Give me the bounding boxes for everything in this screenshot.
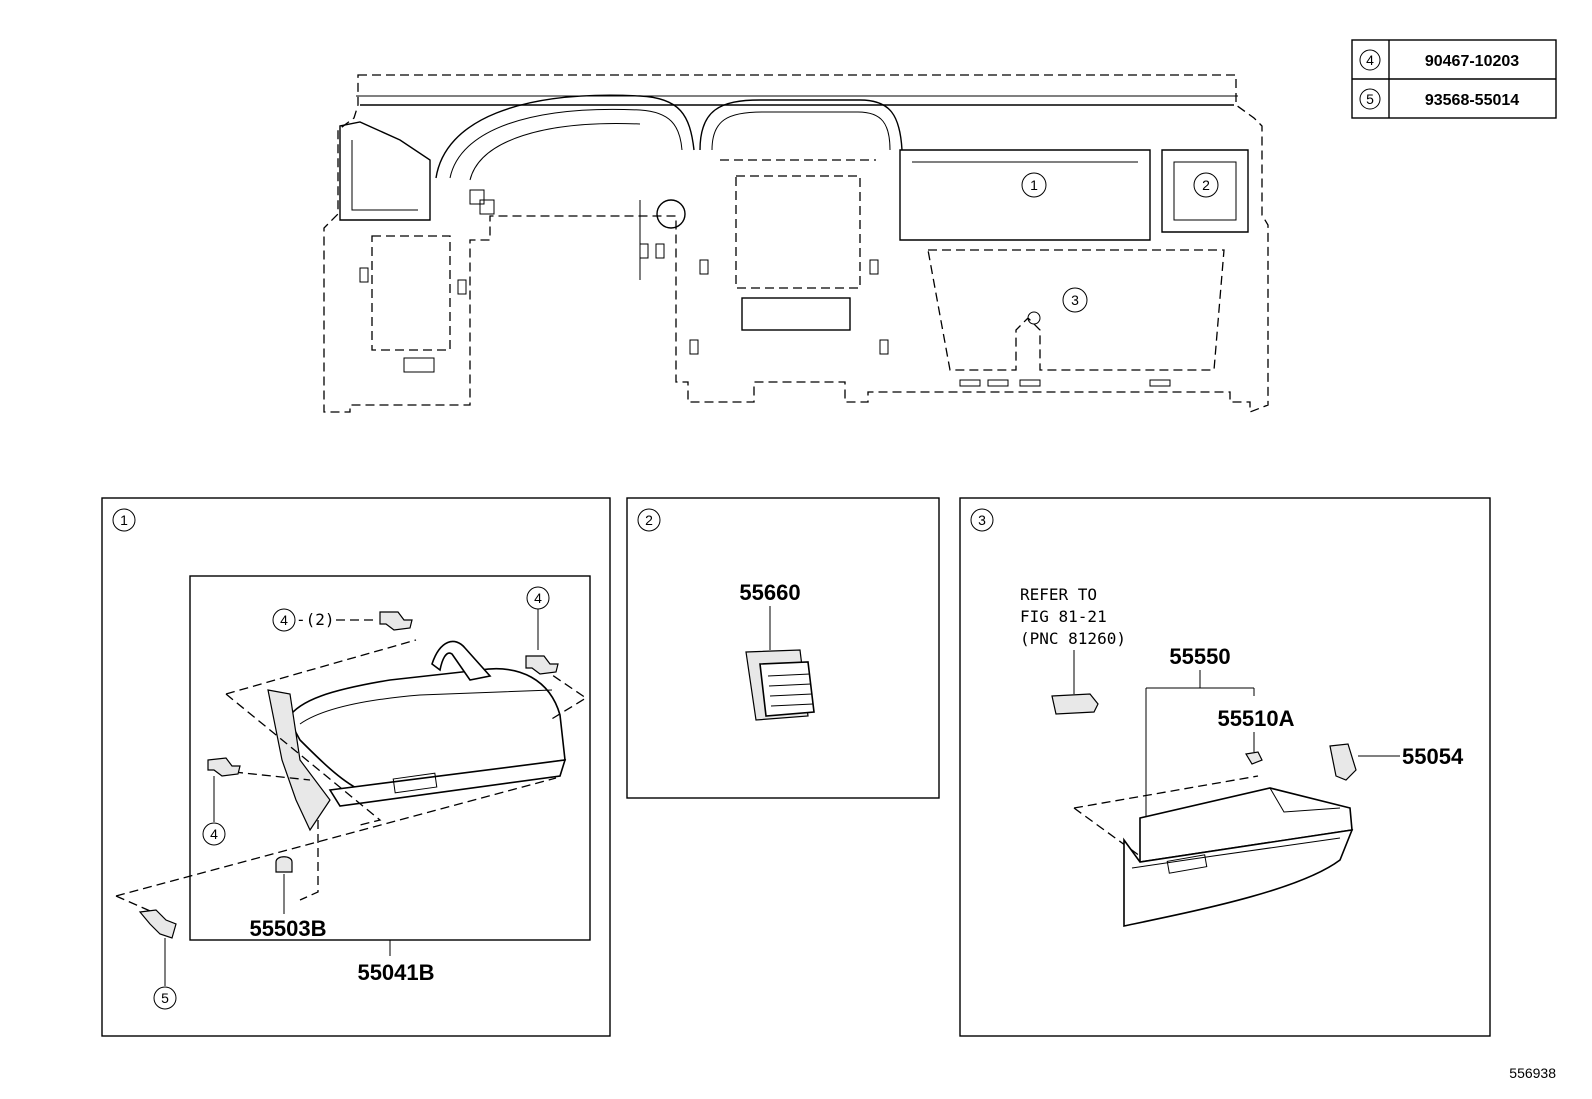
svg-text:3: 3 <box>1071 292 1079 308</box>
damper-label: 55510A <box>1217 706 1294 731</box>
instrument-panel-overview: 1 2 3 <box>323 74 1269 413</box>
overview-callout-1: 1 <box>1021 172 1047 198</box>
bumper-part: 55503B <box>249 856 327 941</box>
glove-box-part <box>1123 787 1354 927</box>
legend-ref: 5 <box>1366 91 1374 107</box>
detail-panel-3: 3 REFER TO FIG 81-21 (PNC 81260) 55550 5… <box>959 497 1491 1037</box>
damper-part <box>1245 751 1263 765</box>
vent-part <box>745 649 815 721</box>
refer-note: REFER TO FIG 81-21 (PNC 81260) <box>1020 585 1126 648</box>
bolt-ref: 5 <box>161 990 169 1006</box>
detail-panel-1: 1 4 -(2) 4 <box>101 497 611 1037</box>
svg-text:2: 2 <box>1202 177 1210 193</box>
clip-left: 4 <box>202 757 241 846</box>
legend-row-4: 4 90467-10203 <box>1359 49 1519 71</box>
panel-index: 2 <box>645 512 653 528</box>
clip-right: 4 <box>525 586 559 675</box>
overview-callout-3: 3 <box>1062 287 1088 313</box>
clip-right-ref: 4 <box>534 590 542 606</box>
legend-part-no: 90467-10203 <box>1425 53 1519 70</box>
lock-label: 55054 <box>1402 744 1464 769</box>
lock-part: 55054 <box>1329 743 1464 781</box>
glove-door-part <box>267 640 567 832</box>
legend-row-5: 5 93568-55014 <box>1359 88 1519 110</box>
clip-left-ref: 4 <box>210 826 218 842</box>
box-assy-label: 55550 <box>1169 644 1230 669</box>
overview-callout-2: 2 <box>1193 172 1219 198</box>
panel-index: 3 <box>978 512 986 528</box>
refer-line-3: (PNC 81260) <box>1020 629 1126 648</box>
refer-line-1: REFER TO <box>1020 585 1097 604</box>
vent-label: 55660 <box>739 580 800 605</box>
svg-text:1: 1 <box>1030 177 1038 193</box>
detail-panel-2: 2 55660 <box>626 497 940 799</box>
switch-part <box>1051 693 1099 715</box>
bumper-label: 55503B <box>249 916 326 941</box>
refer-line-2: FIG 81-21 <box>1020 607 1107 626</box>
legend-table: 4 90467-10203 5 93568-55014 <box>1351 39 1557 119</box>
panel-index: 1 <box>120 512 128 528</box>
legend-ref: 4 <box>1366 52 1374 68</box>
clip-top-qty: -(2) <box>296 610 335 629</box>
bolt-part: 5 <box>138 909 177 1010</box>
clip-top-ref: 4 <box>280 612 288 628</box>
legend-part-no: 93568-55014 <box>1425 92 1519 109</box>
assembly-label: 55041B <box>357 960 434 985</box>
clip-top: 4 -(2) <box>272 608 413 632</box>
diagram-id: 556938 <box>1509 1065 1556 1081</box>
